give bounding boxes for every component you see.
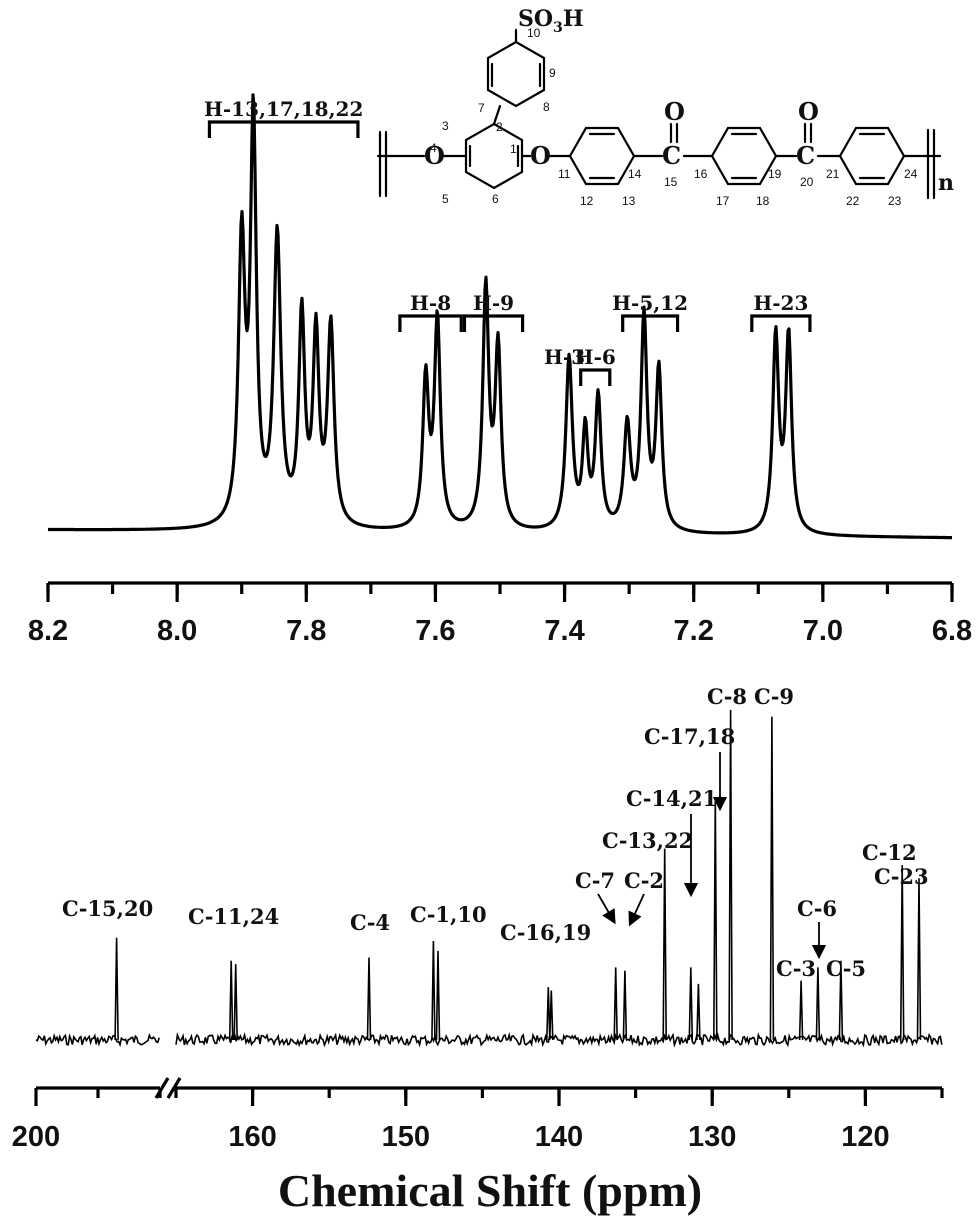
svg-text:20: 20 bbox=[800, 175, 814, 189]
svg-text:21: 21 bbox=[826, 167, 840, 181]
h1-tick-label: 8.2 bbox=[28, 615, 68, 647]
h1-bracket bbox=[750, 314, 812, 332]
carbonyl-oxygen-2: O bbox=[798, 97, 819, 126]
h1-tick-label: 7.0 bbox=[803, 615, 843, 647]
peak-label-c1-10: C-1,10 bbox=[410, 902, 487, 927]
sulfonic-acid-label: SO3H bbox=[518, 6, 584, 36]
svg-text:19: 19 bbox=[768, 167, 782, 181]
h1-spectrum-trace bbox=[47, 93, 953, 540]
svg-text:15: 15 bbox=[664, 175, 678, 189]
svg-text:6: 6 bbox=[492, 192, 499, 206]
svg-text:1: 1 bbox=[510, 142, 517, 156]
svg-text:11: 11 bbox=[558, 167, 571, 181]
svg-text:23: 23 bbox=[888, 194, 902, 208]
peak-label-c17-18: C-17,18 bbox=[644, 724, 735, 749]
polymer-structure: SO3H O O C O C O bbox=[376, 6, 954, 208]
peak-label-c3: C-3 bbox=[776, 956, 816, 981]
svg-text:18: 18 bbox=[756, 194, 770, 208]
repeat-unit-n: n bbox=[938, 170, 954, 196]
h1-bracket bbox=[207, 120, 360, 138]
terminal-ring bbox=[838, 126, 906, 186]
arrow-c2 bbox=[628, 893, 645, 927]
h1-bracket bbox=[621, 314, 680, 332]
atom-numbers: 10 9 8 7 2 3 4 1 5 6 11 12 13 14 15 16 1… bbox=[430, 26, 918, 208]
svg-text:14: 14 bbox=[628, 167, 642, 181]
c13-tick-label: 160 bbox=[228, 1121, 276, 1153]
central-ring bbox=[464, 122, 524, 190]
peak-label-c9: C-9 bbox=[754, 684, 794, 709]
h1-tick-label: 6.8 bbox=[932, 615, 972, 647]
svg-text:9: 9 bbox=[549, 66, 556, 80]
c13-tick-label: 120 bbox=[841, 1121, 889, 1153]
svg-text:2: 2 bbox=[496, 120, 503, 134]
peak-label-c2: C-2 bbox=[624, 868, 664, 893]
peak-label-c5: C-5 bbox=[826, 956, 866, 981]
h1-tick-label: 7.2 bbox=[674, 615, 714, 647]
carbonyl-oxygen-1: O bbox=[664, 97, 685, 126]
c13-tick-label: 130 bbox=[688, 1121, 736, 1153]
ether-oxygen-right: O bbox=[530, 141, 551, 170]
ether-oxygen-left: O bbox=[424, 141, 445, 170]
svg-text:17: 17 bbox=[716, 194, 730, 208]
peak-label-c11-24: C-11,24 bbox=[188, 904, 279, 929]
axis-break-mark-1 bbox=[154, 1077, 170, 1099]
svg-text:5: 5 bbox=[442, 192, 449, 206]
svg-text:24: 24 bbox=[904, 167, 918, 181]
h1-bracket bbox=[398, 314, 463, 332]
h1-assignment-label: H-6 bbox=[575, 345, 616, 369]
carbonyl-carbon-1: C bbox=[662, 141, 681, 170]
svg-text:8: 8 bbox=[543, 100, 550, 114]
peak-label-c8: C-8 bbox=[707, 684, 747, 709]
peak-label-c13-22: C-13,22 bbox=[602, 828, 693, 853]
svg-text:12: 12 bbox=[580, 194, 594, 208]
h1-bracket bbox=[579, 368, 612, 386]
h1-assignment-label: H-5,12 bbox=[612, 291, 688, 315]
x-axis-title: Chemical Shift (ppm) bbox=[278, 1165, 702, 1216]
peak-label-c15-20: C-15,20 bbox=[62, 896, 153, 921]
svg-text:16: 16 bbox=[694, 167, 708, 181]
h1-bracket bbox=[462, 314, 525, 332]
peak-label-c7: C-7 bbox=[575, 868, 615, 893]
c13-x-axis-ticks: 200 160 150 140 130 120 bbox=[12, 1088, 944, 1153]
h1-tick-label: 7.6 bbox=[415, 615, 455, 647]
ether-ring bbox=[568, 126, 636, 186]
c13-nmr-spectrum: C-15,20 C-11,24 C-4 C-1,10 C-16,19 C-7 C… bbox=[12, 684, 944, 1216]
peak-label-c16-19: C-16,19 bbox=[500, 920, 591, 945]
h1-x-axis-ticks: 8.2 8.0 7.8 7.6 7.4 7.2 7.0 6.8 bbox=[28, 583, 972, 647]
h1-tick-label: 8.0 bbox=[157, 615, 197, 647]
svg-text:22: 22 bbox=[846, 194, 860, 208]
carbonyl-carbon-2: C bbox=[796, 141, 815, 170]
h1-assignment-label: H-9 bbox=[473, 291, 514, 315]
c13-tick-label: 150 bbox=[382, 1121, 430, 1153]
c13-peak-labels: C-15,20 C-11,24 C-4 C-1,10 C-16,19 C-7 C… bbox=[62, 684, 929, 981]
c13-tick-label: 200 bbox=[12, 1121, 60, 1153]
pendant-phenyl-ring bbox=[486, 40, 546, 108]
peak-label-c23: C-23 bbox=[874, 864, 929, 889]
c13-tick-label: 140 bbox=[535, 1121, 583, 1153]
svg-text:10: 10 bbox=[527, 26, 541, 40]
c13-spectrum-trace bbox=[35, 709, 943, 1048]
svg-text:4: 4 bbox=[430, 141, 437, 155]
peak-label-c12: C-12 bbox=[862, 840, 917, 865]
h1-tick-label: 7.8 bbox=[286, 615, 326, 647]
peak-label-c4: C-4 bbox=[350, 910, 390, 935]
h1-assignment-label: H-13,17,18,22 bbox=[204, 97, 363, 121]
h1-assignment-label: H-8 bbox=[410, 291, 451, 315]
svg-text:3: 3 bbox=[442, 119, 449, 133]
arrow-c7 bbox=[597, 893, 616, 925]
h1-assignment-brackets: H-13,17,18,22H-8 H-9H-3H-6 H-5,12 H-23 bbox=[204, 97, 812, 386]
peak-label-c14-21: C-14,21 bbox=[626, 786, 717, 811]
c13-label-arrows bbox=[597, 752, 827, 960]
middle-ring bbox=[710, 126, 778, 186]
axis-break-mark-2 bbox=[166, 1077, 182, 1099]
peak-label-c6: C-6 bbox=[797, 896, 837, 921]
svg-text:13: 13 bbox=[622, 194, 636, 208]
h1-assignment-label: H-23 bbox=[753, 291, 808, 315]
svg-text:7: 7 bbox=[478, 101, 485, 115]
h1-assignment-label: H-3 bbox=[544, 345, 585, 369]
h1-tick-label: 7.4 bbox=[544, 615, 584, 647]
